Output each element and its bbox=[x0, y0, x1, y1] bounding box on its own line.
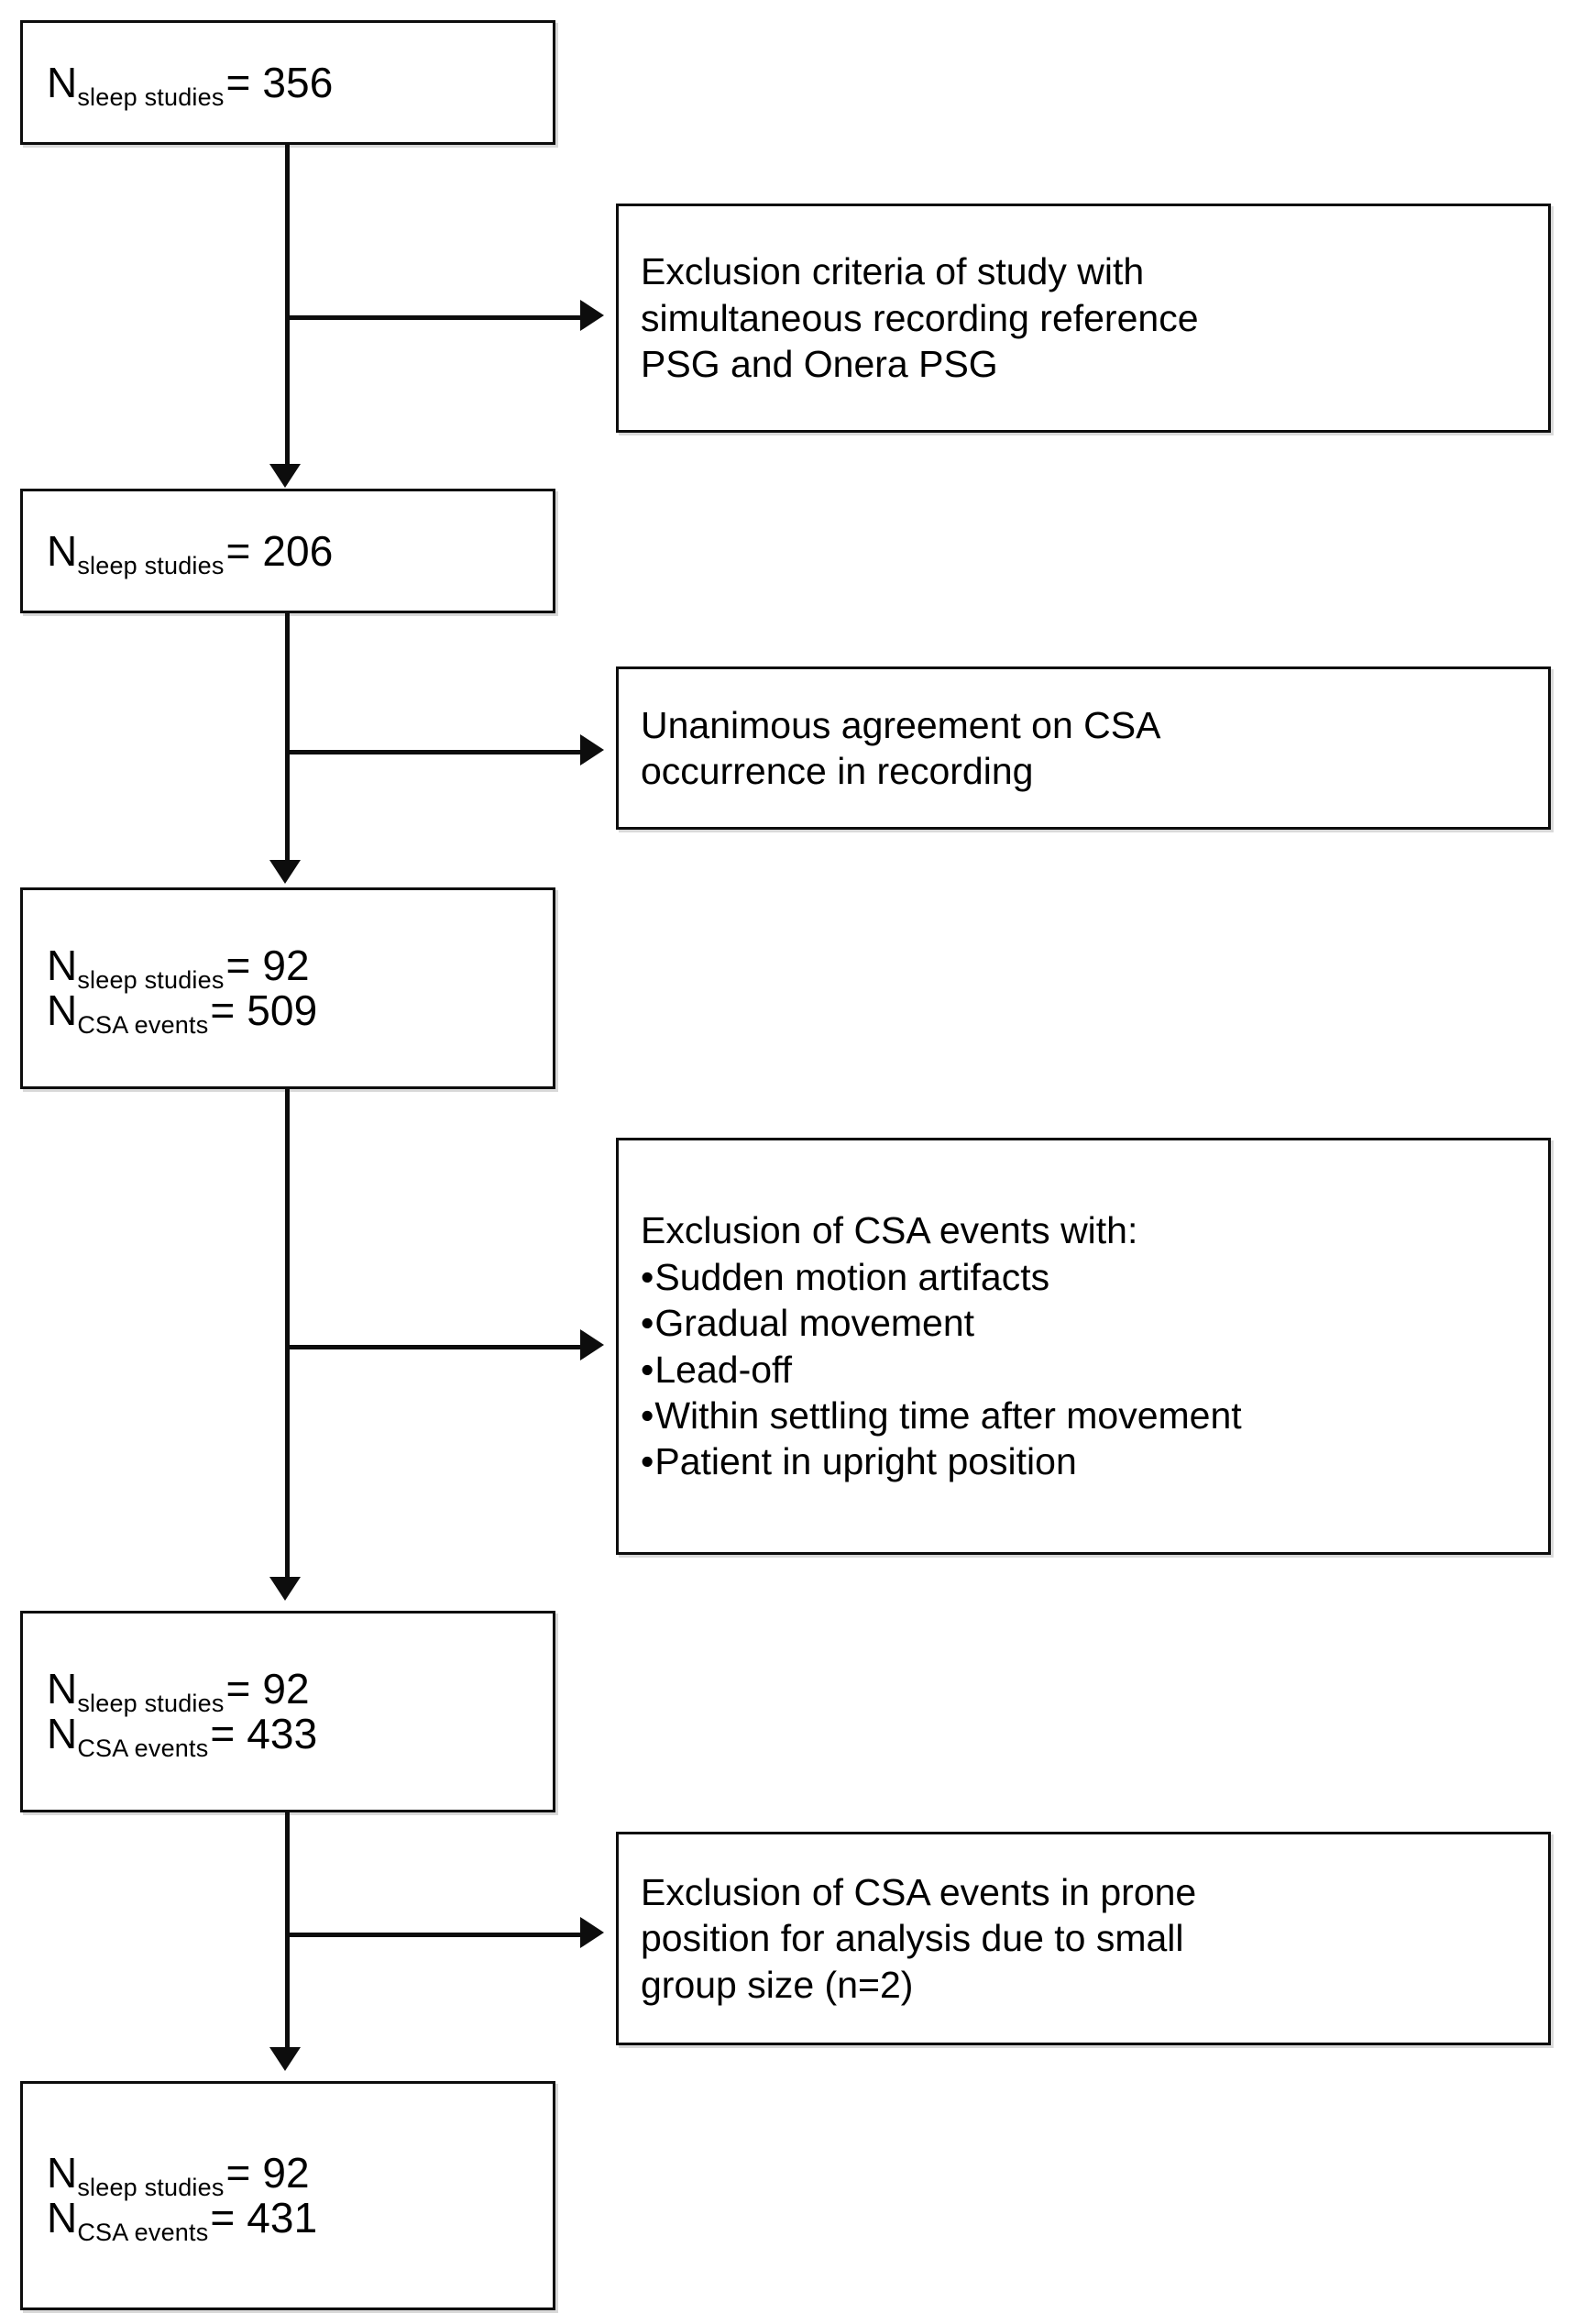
arrowhead-n1-note1 bbox=[580, 300, 604, 331]
count-line: Nsleep studies= 92 bbox=[47, 942, 553, 994]
count-line: Nsleep studies= 356 bbox=[47, 58, 553, 110]
count-value: = 92 bbox=[225, 2149, 310, 2197]
connector-n1-note1 bbox=[285, 315, 582, 320]
count-symbol: N bbox=[47, 2149, 78, 2197]
note-bullet-label: Lead-off bbox=[654, 1348, 793, 1391]
count-symbol: N bbox=[47, 986, 78, 1034]
note-line: group size (n=2) bbox=[641, 1963, 914, 2006]
note-line: occurrence in recording bbox=[641, 750, 1034, 792]
note-bullet-item: •Gradual movement bbox=[641, 1300, 1528, 1346]
count-subscript: sleep studies bbox=[77, 2174, 225, 2202]
count-subscript: CSA events bbox=[77, 1735, 209, 1762]
note-line: Exclusion criteria of study with bbox=[641, 250, 1145, 293]
note-bullet-label: Patient in upright position bbox=[654, 1440, 1077, 1483]
connector-n1-n2 bbox=[285, 145, 290, 469]
note-bullet-label: Gradual movement bbox=[654, 1302, 975, 1345]
note-bullet-label: Within settling time after movement bbox=[654, 1393, 1242, 1437]
count-symbol: N bbox=[47, 1665, 78, 1713]
note-bullet-item: •Sudden motion artifacts bbox=[641, 1254, 1528, 1300]
count-symbol: N bbox=[47, 1710, 78, 1757]
count-value: = 433 bbox=[210, 1710, 318, 1757]
count-value: = 92 bbox=[225, 1665, 310, 1713]
count-symbol: N bbox=[47, 942, 78, 990]
connector-n2-n3 bbox=[285, 613, 290, 865]
note-unanimous-agreement: Unanimous agreement on CSA occurrence in… bbox=[616, 666, 1551, 830]
arrowhead-n2-note2 bbox=[580, 734, 604, 765]
connector-n3-n4 bbox=[285, 1089, 290, 1582]
count-line: Nsleep studies= 92 bbox=[47, 1665, 553, 1717]
bullet-dot-icon: • bbox=[641, 1255, 654, 1298]
arrowhead-n3-n4 bbox=[269, 1577, 301, 1601]
count-symbol: N bbox=[47, 2194, 78, 2241]
count-value: = 431 bbox=[210, 2194, 318, 2241]
arrowhead-n2-n3 bbox=[269, 860, 301, 884]
note-exclusion-csa-events: Exclusion of CSA events with: •Sudden mo… bbox=[616, 1138, 1551, 1555]
bullet-dot-icon: • bbox=[641, 1348, 654, 1391]
note-bullet-item: •Within settling time after movement bbox=[641, 1393, 1528, 1438]
note-line: position for analysis due to small bbox=[641, 1917, 1184, 1960]
count-symbol: N bbox=[47, 526, 78, 575]
connector-n2-note2 bbox=[285, 750, 582, 754]
note-exclusion-prone-position: Exclusion of CSA events in prone positio… bbox=[616, 1832, 1551, 2045]
count-subscript: sleep studies bbox=[77, 83, 225, 111]
count-value: = 356 bbox=[225, 58, 334, 106]
count-symbol: N bbox=[47, 58, 78, 106]
connector-n3-note3 bbox=[285, 1345, 582, 1349]
count-line: NCSA events= 431 bbox=[47, 2194, 553, 2246]
note-bullet-item: •Patient in upright position bbox=[641, 1438, 1528, 1484]
count-subscript: sleep studies bbox=[77, 966, 225, 995]
note-exclusion-criteria-study: Exclusion criteria of study with simulta… bbox=[616, 204, 1551, 433]
bullet-dot-icon: • bbox=[641, 1302, 654, 1345]
note-line: Exclusion of CSA events in prone bbox=[641, 1870, 1197, 1913]
count-line: NCSA events= 509 bbox=[47, 986, 553, 1039]
arrowhead-n4-n5 bbox=[269, 2047, 301, 2071]
note-line: Unanimous agreement on CSA bbox=[641, 703, 1161, 746]
note-heading: Exclusion of CSA events with: bbox=[641, 1209, 1138, 1252]
count-line: NCSA events= 433 bbox=[47, 1710, 553, 1762]
note-bullet-item: •Lead-off bbox=[641, 1347, 1528, 1393]
node-sleep-studies-356: Nsleep studies= 356 bbox=[20, 20, 555, 145]
node-sleep-studies-92-csa-509: Nsleep studies= 92 NCSA events= 509 bbox=[20, 887, 555, 1089]
node-sleep-studies-92-csa-431: Nsleep studies= 92 NCSA events= 431 bbox=[20, 2081, 555, 2310]
bullet-dot-icon: • bbox=[641, 1393, 654, 1437]
count-line: Nsleep studies= 206 bbox=[47, 526, 553, 578]
node-sleep-studies-206: Nsleep studies= 206 bbox=[20, 489, 555, 613]
note-bullet-label: Sudden motion artifacts bbox=[654, 1255, 1050, 1298]
arrowhead-n4-note4 bbox=[580, 1917, 604, 1948]
arrowhead-n1-n2 bbox=[269, 464, 301, 488]
count-value: = 509 bbox=[210, 986, 318, 1034]
connector-n4-note4 bbox=[285, 1933, 582, 1937]
note-line: simultaneous recording reference bbox=[641, 296, 1199, 339]
arrowhead-n3-note3 bbox=[580, 1329, 604, 1360]
count-subscript: sleep studies bbox=[77, 551, 225, 579]
count-subscript: CSA events bbox=[77, 2219, 209, 2246]
count-line: Nsleep studies= 92 bbox=[47, 2149, 553, 2201]
node-sleep-studies-92-csa-433: Nsleep studies= 92 NCSA events= 433 bbox=[20, 1611, 555, 1812]
note-line: PSG and Onera PSG bbox=[641, 343, 998, 386]
bullet-dot-icon: • bbox=[641, 1440, 654, 1483]
count-value: = 92 bbox=[225, 942, 310, 990]
count-subscript: sleep studies bbox=[77, 1690, 225, 1718]
count-subscript: CSA events bbox=[77, 1011, 209, 1039]
count-value: = 206 bbox=[225, 526, 334, 575]
